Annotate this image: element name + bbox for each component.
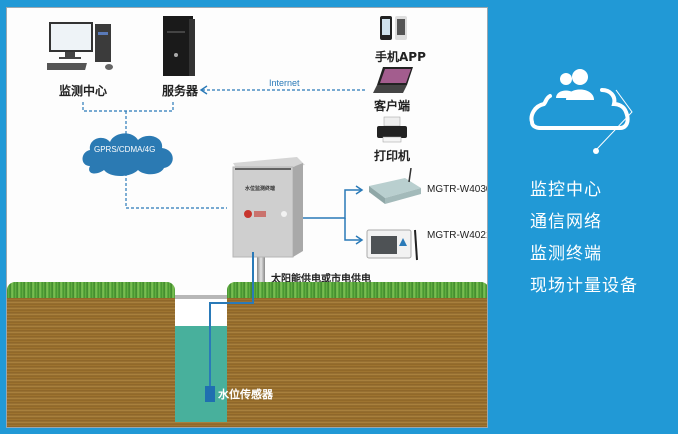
sidebar-list: 监控中心 通信网络 监测终端 现场计量设备 <box>530 174 638 302</box>
sidebar-item-field-metering: 现场计量设备 <box>530 276 638 296</box>
sensor-cable <box>209 252 254 388</box>
cabinet-pole <box>257 248 265 300</box>
well-casing <box>175 295 227 299</box>
monitoring-cabinet <box>232 157 305 258</box>
power-note-label: 太阳能供电或市电供电 <box>271 274 371 285</box>
cabinet-device2-link <box>344 218 361 241</box>
network-cabinet-link <box>125 168 227 209</box>
client-label: 客户端 <box>374 99 411 113</box>
water-level-sensor <box>205 386 215 402</box>
rtu-device-icon <box>369 168 421 204</box>
device-model-2: MGTR-W4021 <box>427 230 488 241</box>
sensor-label: 水位传感器 <box>218 388 273 401</box>
soil <box>7 298 487 427</box>
internet-arrowhead <box>199 85 208 95</box>
grass-right <box>227 282 487 300</box>
sidebar-item-monitoring-center: 监控中心 <box>530 180 602 200</box>
printer-label: 打印机 <box>374 149 411 163</box>
server-label: 服务器 <box>162 84 199 98</box>
laptop-icon <box>373 67 413 93</box>
cabinet-label: 水位监测终端 <box>245 186 276 192</box>
mobile-phones-icon <box>380 16 407 40</box>
cabinet-device1-link <box>303 189 361 219</box>
diagram-panel: 监测中心 服务器 Internet GPRS/CDMA/4G 手机APP 客户端… <box>6 7 488 428</box>
device-model-1: MGTR-W4030 <box>427 184 488 195</box>
network-label: GPRS/CDMA/4G <box>94 145 156 154</box>
grass-left <box>7 282 175 300</box>
sidebar-item-monitoring-terminal: 监测终端 <box>530 244 602 264</box>
monitor-center-label: 监测中心 <box>59 84 108 98</box>
groundwater <box>175 326 227 422</box>
internet-label: Internet <box>269 78 300 88</box>
connection-lines <box>82 85 367 245</box>
cloud-users-icon <box>529 69 633 154</box>
printer-icon <box>377 116 407 143</box>
network-cloud-icon <box>82 133 173 176</box>
desktop-computer-icon <box>47 22 113 70</box>
mobile-app-label: 手机APP <box>375 50 426 64</box>
sidebar-item-communication-network: 通信网络 <box>530 212 602 232</box>
server-tower-icon <box>163 16 195 76</box>
data-logger-icon <box>366 229 418 261</box>
